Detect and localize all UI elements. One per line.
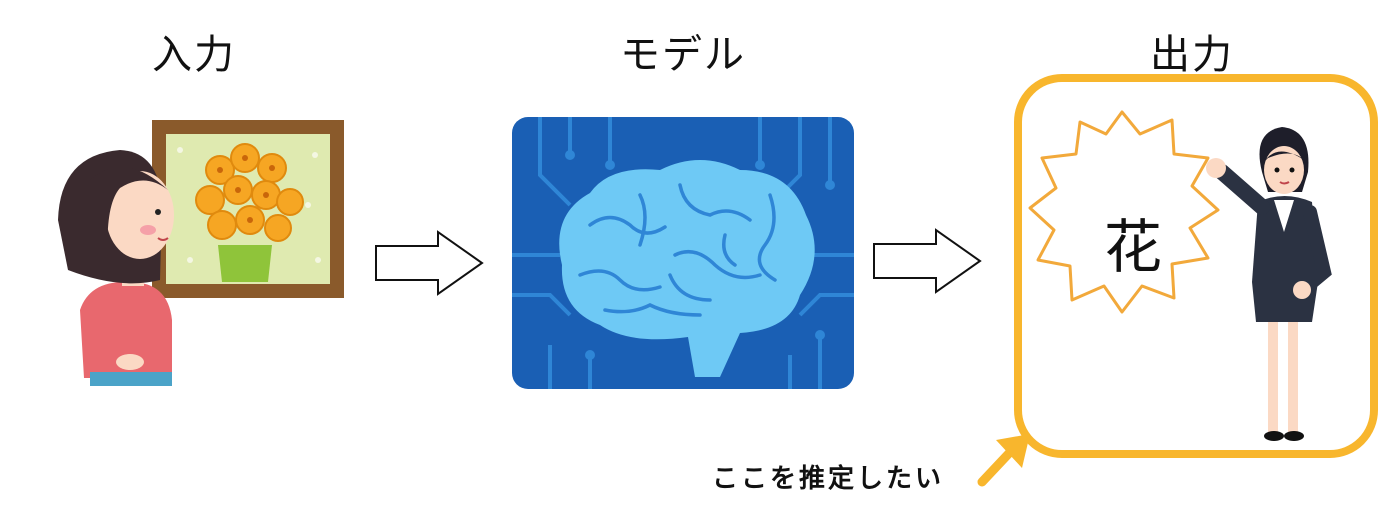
output-value-text: 花 [1104, 213, 1163, 281]
annotation-text: ここを推定したい [712, 464, 945, 494]
input-label: 入力 [152, 32, 236, 78]
output-label: 出力 [1150, 32, 1234, 78]
person-viewing-painting-icon [58, 120, 344, 386]
model-label: モデル [620, 32, 746, 78]
annotation-arrow-icon [977, 434, 1030, 487]
arrow-right-icon [375, 230, 484, 296]
arrow-right-icon [873, 228, 982, 294]
presenter-woman-icon [1206, 127, 1332, 441]
ai-brain-circuit-icon [512, 117, 854, 389]
output-highlight-box [1014, 74, 1378, 458]
